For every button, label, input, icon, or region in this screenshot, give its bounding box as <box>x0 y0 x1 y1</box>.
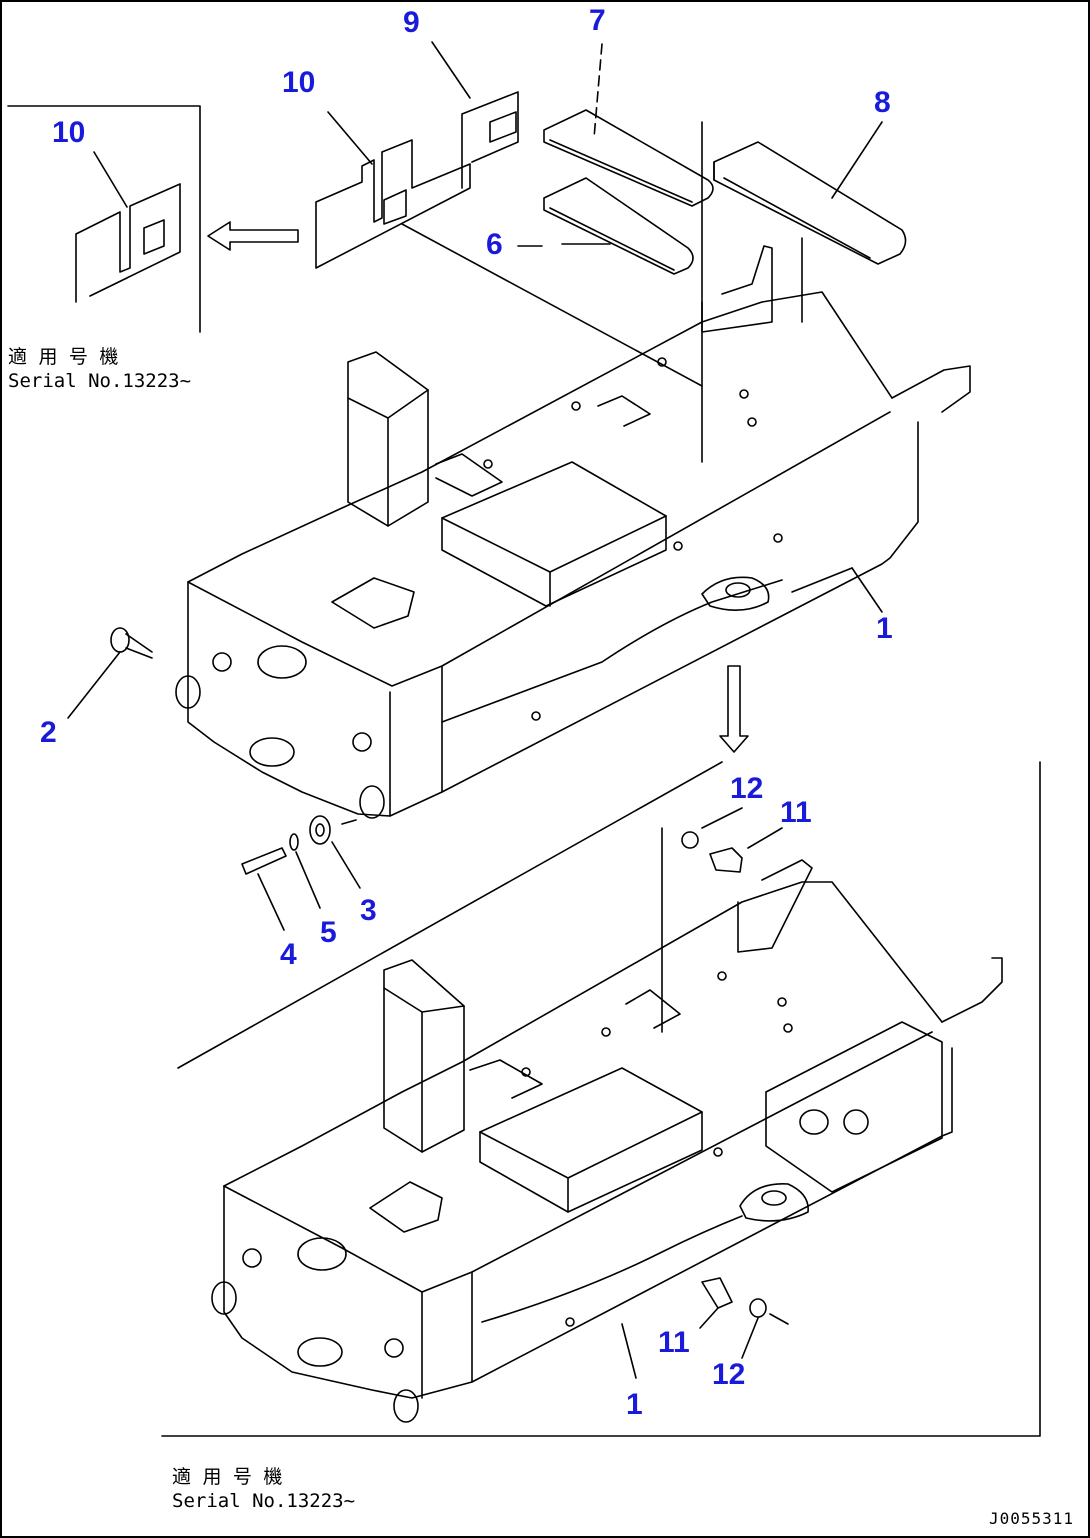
callout-11-bottom: 11 <box>658 1326 690 1359</box>
frame-upper <box>175 245 971 819</box>
leader-8 <box>831 121 883 199</box>
lock-washer-5 <box>289 833 299 851</box>
leader-11-bottom <box>699 1307 719 1329</box>
guide-line-washer <box>341 819 357 825</box>
callout-2: 2 <box>40 716 57 749</box>
leader-1-top <box>791 567 853 593</box>
leader-3 <box>331 841 361 889</box>
leader-12-bottom <box>741 1317 759 1359</box>
direction-arrow-left <box>207 221 299 251</box>
inset-applicable-note: 適 用 号 機 Serial No.13223~ <box>8 346 191 394</box>
frame-lower <box>211 859 1003 1423</box>
bottom-applicable-label: 適 用 号 機 <box>172 1466 283 1488</box>
pad-6 <box>543 177 694 275</box>
callout-4: 4 <box>280 938 297 971</box>
inset-serial-label: Serial No.13223~ <box>8 369 192 392</box>
plate-9 <box>461 91 519 189</box>
section-divider <box>177 761 723 1069</box>
bottom-applicable-note: 適 用 号 機 Serial No.13223~ <box>172 1466 355 1514</box>
callout-10: 10 <box>282 66 316 99</box>
pad-7 <box>543 109 714 207</box>
leader-11-top <box>747 827 783 849</box>
bottom-variant-box <box>161 761 1041 1437</box>
callout-1-bottom: 1 <box>626 1388 643 1421</box>
direction-arrow-down <box>719 665 749 753</box>
leader-4 <box>257 873 285 931</box>
step-8 <box>713 141 907 265</box>
leader-7 <box>593 43 603 139</box>
inset-plate-10 <box>75 183 181 303</box>
callout-12-bottom: 12 <box>712 1358 746 1391</box>
bolt-11-bottom <box>701 1277 733 1309</box>
leader-5 <box>295 851 321 909</box>
leader-inset-10 <box>93 151 128 208</box>
leader-1-bottom <box>621 1323 637 1379</box>
callout-10-inset: 10 <box>52 116 86 149</box>
bolt-4 <box>241 847 287 875</box>
bolt-2 <box>110 627 153 659</box>
callout-8: 8 <box>874 86 891 119</box>
leader-2 <box>67 651 121 719</box>
washer-3 <box>309 815 331 845</box>
callout-12-top: 12 <box>730 772 764 805</box>
leader-1-top-b <box>851 567 883 613</box>
callout-6: 6 <box>486 228 503 261</box>
inset-applicable-label: 適 用 号 機 <box>8 346 119 368</box>
leader-10 <box>327 111 373 165</box>
inset-box <box>7 105 201 333</box>
callout-5: 5 <box>320 916 337 949</box>
guide-line-nut-bottom <box>769 1313 789 1325</box>
callout-1-top: 1 <box>876 612 893 645</box>
callout-3: 3 <box>360 894 377 927</box>
bolt-11-top <box>709 847 743 873</box>
callout-9: 9 <box>403 6 420 39</box>
callout-7: 7 <box>589 4 606 37</box>
leader-9 <box>431 41 471 99</box>
plate-10 <box>315 139 471 269</box>
bottom-serial-label: Serial No.13223~ <box>172 1489 356 1512</box>
guide-line-plates <box>401 223 703 387</box>
nut-12-top <box>681 831 699 849</box>
drawing-id: J0055311 <box>988 1509 1074 1528</box>
callout-11-top: 11 <box>780 796 812 829</box>
leader-12-top <box>701 807 743 829</box>
nut-12-bottom <box>749 1298 767 1318</box>
